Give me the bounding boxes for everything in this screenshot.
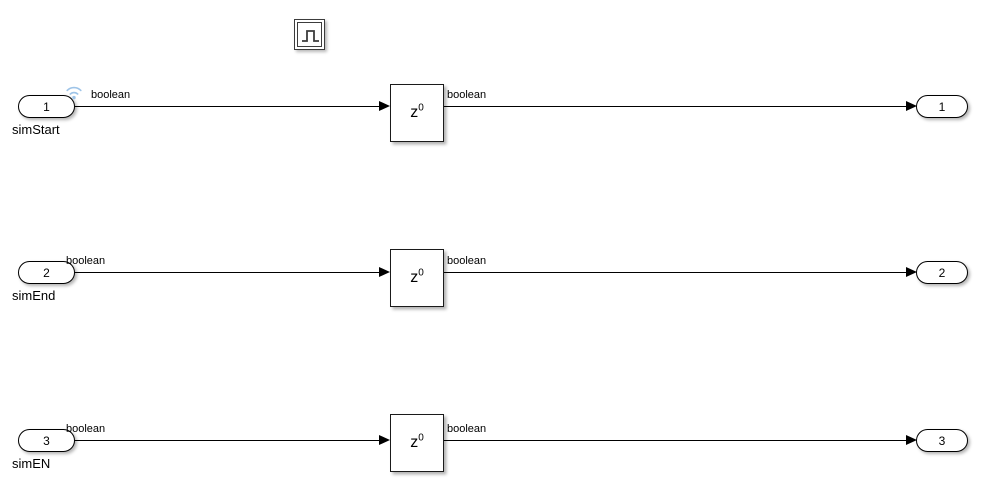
wireless-signal-icon	[66, 86, 82, 100]
input-signal-type-label: boolean	[91, 89, 131, 101]
inport-block[interactable]: 1	[18, 95, 75, 118]
unit-delay-block[interactable]: z0	[390, 249, 444, 307]
signal-wire[interactable]	[75, 440, 381, 441]
wire-arrowhead	[379, 100, 390, 111]
inport-block[interactable]: 2	[18, 261, 75, 284]
input-signal-type-label: boolean	[66, 423, 106, 435]
unit-delay-block[interactable]: z0	[390, 414, 444, 472]
wire-arrowhead	[906, 266, 917, 277]
inport-caption: simEN	[12, 456, 51, 471]
outport-block[interactable]: 3	[916, 429, 968, 452]
pulse-block-inner-border	[297, 22, 322, 47]
output-signal-type-label: boolean	[447, 89, 487, 101]
output-signal-type-label: boolean	[447, 255, 487, 267]
output-signal-type-label: boolean	[447, 423, 487, 435]
wire-arrowhead	[379, 266, 390, 277]
inport-caption: simStart	[12, 122, 60, 137]
input-signal-type-label: boolean	[66, 255, 106, 267]
unit-delay-block[interactable]: z0	[390, 84, 444, 142]
inport-number: 2	[43, 265, 50, 280]
signal-wire[interactable]	[75, 106, 381, 107]
inport-number: 1	[43, 99, 50, 114]
signal-wire[interactable]	[444, 440, 914, 441]
delay-block-label: z0	[410, 432, 424, 451]
outport-number: 1	[938, 99, 946, 114]
wire-arrowhead	[906, 100, 917, 111]
outport-block[interactable]: 1	[916, 95, 968, 118]
outport-number: 2	[938, 265, 946, 280]
inport-block[interactable]: 3	[18, 429, 75, 452]
signal-wire[interactable]	[444, 272, 914, 273]
outport-block[interactable]: 2	[916, 261, 968, 284]
inport-number: 3	[43, 433, 50, 448]
delay-block-label: z0	[410, 267, 424, 286]
signal-wire[interactable]	[75, 272, 381, 273]
inport-caption: simEnd	[12, 288, 56, 303]
delay-block-label: z0	[410, 102, 424, 121]
pulse-generator-block[interactable]	[294, 19, 325, 50]
wire-arrowhead	[379, 434, 390, 445]
signal-wire[interactable]	[444, 106, 914, 107]
outport-number: 3	[938, 433, 946, 448]
wire-arrowhead	[906, 434, 917, 445]
square-pulse-icon	[302, 30, 319, 42]
